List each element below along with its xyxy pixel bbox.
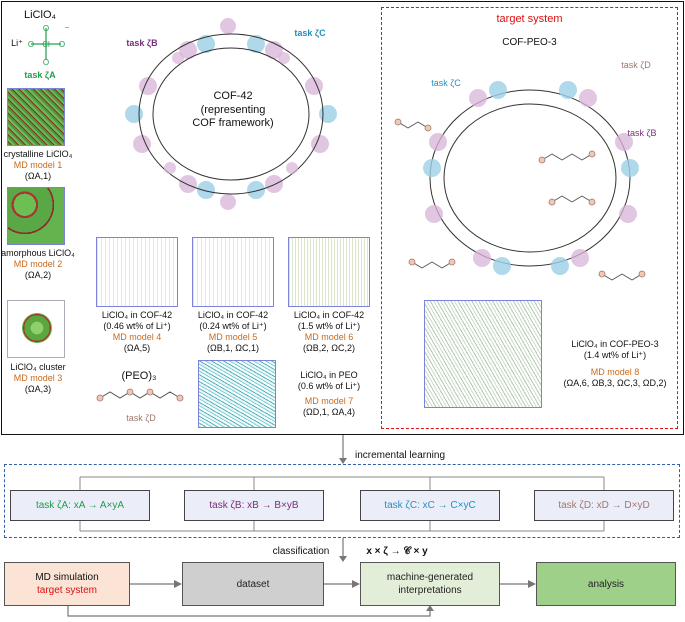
task-b-box: task ζB: xB → B×yB bbox=[184, 490, 324, 521]
task-d-text: task ζD: xD → D×yD bbox=[558, 500, 650, 511]
liclo4-formula: LiClO₄ bbox=[24, 9, 56, 21]
m6-sub: (1.5 wt% of Li⁺) bbox=[297, 321, 361, 331]
amorphous-liclo4-render bbox=[7, 187, 65, 245]
perchlorate-charge: − bbox=[64, 23, 70, 32]
cof42-structure bbox=[125, 18, 337, 210]
perchlorate-o-right: O bbox=[58, 40, 66, 49]
classification-formula: x × ζ → 𝒞 × y bbox=[366, 546, 428, 557]
m3-omega: (ΩA,3) bbox=[24, 384, 52, 394]
target-system-frame bbox=[381, 7, 678, 429]
cof-peo3-title: COF-PEO-3 bbox=[502, 37, 557, 48]
m4-name: LiClO₄ in COF-42 bbox=[101, 310, 173, 320]
classification-label: classification bbox=[272, 546, 330, 557]
task-c-box: task ζC: xC → C×yC bbox=[360, 490, 500, 521]
m8-sub: (1.4 wt% of Li⁺) bbox=[583, 350, 647, 360]
m3-model: MD model 3 bbox=[13, 373, 63, 383]
m2-name: amorphous LiClO₄ bbox=[1, 248, 75, 258]
m5-omega: (ΩB,1, ΩC,1) bbox=[207, 343, 259, 353]
m2-omega: (ΩA,2) bbox=[24, 270, 52, 280]
crystalline-liclo4-render bbox=[7, 88, 65, 146]
cof42-title: COF-42 bbox=[213, 90, 253, 102]
md-simulation-line2: target system bbox=[36, 585, 98, 596]
task-a-label: task ζA bbox=[24, 70, 56, 80]
incremental-learning-frame bbox=[4, 464, 680, 538]
top-panel-frame bbox=[1, 1, 684, 435]
m8-name: LiClO₄ in COF-PEO-3 bbox=[571, 339, 659, 349]
m3-name: LiClO₄ cluster bbox=[10, 362, 66, 372]
perchlorate-o-left: O bbox=[27, 40, 35, 49]
dataset-label: dataset bbox=[236, 578, 270, 590]
target-task-d: task ζD bbox=[621, 60, 651, 70]
cof-peo3-structure bbox=[394, 81, 646, 281]
m8-model: MD model 8 bbox=[590, 367, 640, 377]
task-a-box: task ζA: xA → A×yA bbox=[10, 490, 150, 521]
md-model5-render bbox=[192, 237, 274, 307]
task-c-text: task ζC: xC → C×yC bbox=[384, 500, 476, 511]
perchlorate-cl-atom: Cl bbox=[42, 40, 50, 49]
m4-sub: (0.46 wt% of Li⁺) bbox=[103, 321, 171, 331]
m1-omega: (ΩA,1) bbox=[24, 171, 52, 181]
m7-name: LiClO₄ in PEO bbox=[300, 370, 358, 380]
m2-model: MD model 2 bbox=[13, 259, 63, 269]
task-b-text: task ζB: xB → B×yB bbox=[209, 500, 299, 511]
m1-model: MD model 1 bbox=[13, 160, 63, 170]
task-d-box: task ζD: xD → D×yD bbox=[534, 490, 674, 521]
md-simulation-box: MD simulation target system bbox=[4, 562, 130, 606]
dataset-box: dataset bbox=[182, 562, 324, 606]
m5-sub: (0.24 wt% of Li⁺) bbox=[199, 321, 267, 331]
m7-model: MD model 7 bbox=[304, 396, 354, 406]
peo-molecule bbox=[96, 388, 184, 402]
m6-name: LiClO₄ in COF-42 bbox=[293, 310, 365, 320]
m4-omega: (ΩA,5) bbox=[123, 343, 151, 353]
interpretations-box: machine-generated interpretations bbox=[360, 562, 500, 606]
interpretations-line1: machine-generated bbox=[386, 572, 474, 583]
md-model4-render bbox=[96, 237, 178, 307]
li-ion-label: Li⁺ bbox=[11, 38, 23, 48]
peo-title: (PEO)₃ bbox=[121, 370, 157, 382]
m1-name: crystalline LiClO₄ bbox=[3, 149, 73, 159]
m4-model: MD model 4 bbox=[112, 332, 162, 342]
m7-omega: (ΩD,1, ΩA,4) bbox=[303, 407, 355, 417]
md-model6-render bbox=[288, 237, 370, 307]
analysis-label: analysis bbox=[587, 578, 625, 590]
md-simulation-line1: MD simulation bbox=[35, 572, 99, 583]
liclo4-cluster-render bbox=[7, 300, 65, 358]
cof42-task-c: task ζC bbox=[294, 28, 326, 38]
m5-name: LiClO₄ in COF-42 bbox=[197, 310, 269, 320]
perchlorate-o-top: O bbox=[42, 24, 50, 33]
task-a-text: task ζA: xA → A×yA bbox=[35, 500, 125, 511]
analysis-box: analysis bbox=[536, 562, 676, 606]
target-task-c: task ζC bbox=[431, 78, 461, 88]
cof42-sub2: COF framework) bbox=[192, 117, 274, 129]
perchlorate-molecule bbox=[31, 28, 61, 60]
m7-sub: (0.6 wt% of Li⁺) bbox=[297, 381, 361, 391]
m8-omega: (ΩA,6, ΩB,3, ΩC,3, ΩD,2) bbox=[563, 378, 667, 388]
m6-model: MD model 6 bbox=[304, 332, 354, 342]
md-model7-render bbox=[198, 360, 276, 428]
target-task-b: task ζB bbox=[627, 128, 657, 138]
peo-task-d: task ζD bbox=[126, 413, 156, 423]
md-model8-render bbox=[424, 300, 542, 408]
perchlorate-o-bottom: O bbox=[42, 58, 50, 67]
m6-omega: (ΩB,2, ΩC,2) bbox=[303, 343, 355, 353]
cof42-sub1: (representing bbox=[200, 104, 266, 116]
interpretations-line2: interpretations bbox=[398, 585, 462, 596]
cof42-task-b: task ζB bbox=[126, 38, 158, 48]
target-system-title: target system bbox=[496, 13, 563, 25]
m5-model: MD model 5 bbox=[208, 332, 258, 342]
incremental-learning-label: incremental learning bbox=[354, 450, 446, 461]
